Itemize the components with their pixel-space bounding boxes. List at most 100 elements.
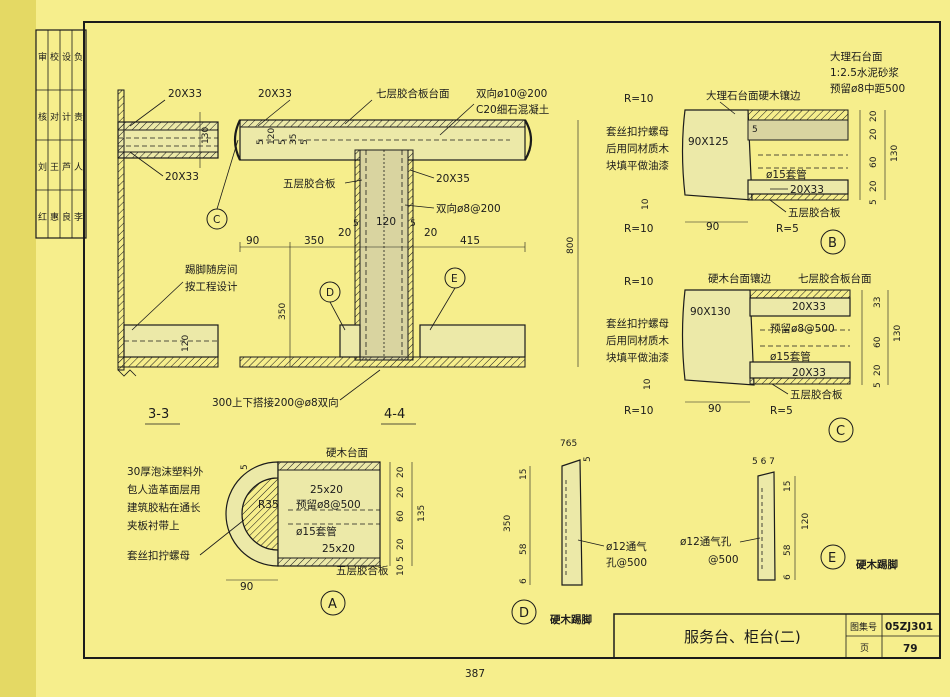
atlas-number: 05ZJ301 [885,621,933,633]
detC-callout: C [836,424,845,439]
detB-v10: 10 [641,198,651,210]
detC-v60: 60 [873,336,883,348]
detA-v20b: 20 [396,486,406,498]
sec44-ply: 五层胶合板 [283,177,336,190]
detA-n2: 包人造革面层用 [127,483,201,496]
sec44-h5: 20 [424,227,437,239]
sec44-v5: 5 [300,139,310,145]
signer-2: 校 [50,51,59,63]
detB-n3: 块填平做油漆 [606,159,669,172]
sec44-h6: 415 [460,235,480,247]
sec33-note2: 按工程设计 [185,280,238,293]
detB-n1: 套丝扣拧螺母 [606,125,669,138]
detC-ply: 五层胶合板 [790,388,843,401]
detA-pipe: ø15套管 [296,525,337,538]
detD-top: 765 [560,439,577,449]
detC-n1: 套丝扣拧螺母 [606,317,669,330]
binding-strip [0,0,36,697]
detB-v5: 5 [869,199,879,205]
detE-hole2: @500 [708,554,739,566]
side-signature-block: 审 校 设 负 核 对 计 责 刘 王 芦 人 红 惠 良 李 [35,29,87,239]
detB-edge: 大理石台面硬木镶边 [706,89,801,102]
detC-v33: 33 [873,297,883,308]
signer-1: 审 [38,51,47,63]
sec44-v4: 35 [289,134,299,145]
signer-7: 计 [62,111,71,123]
detA-v5a: 5 [240,464,250,470]
detB-r5: R=5 [776,223,799,235]
detB-v130: 130 [890,145,900,162]
section-3-3: 20X33 20X33 130 120 踢脚随房间 按工程设计 C 3-3 [117,88,239,425]
sec44-v3: 5 [278,139,288,145]
detB-ply: 五层胶合板 [788,206,841,219]
detA-n1: 30厚泡沫塑料外 [127,465,204,478]
detC-v5: 5 [873,382,883,388]
signer-12: 人 [74,162,83,173]
detC-r10b: R=10 [624,405,653,417]
signer-4: 负 [74,51,83,63]
sec44-top1: 20X33 [258,88,292,100]
sec33-note1: 踢脚随房间 [185,263,238,276]
detA-n5: 套丝扣拧螺母 [127,549,190,562]
signer-5: 核 [38,111,47,123]
detB-r10b: R=10 [624,223,653,235]
detB-t2: 1:2.5水泥砂浆 [830,66,899,79]
callout-d2-marker [511,599,537,625]
signer-14: 惠 [50,211,59,223]
detC-v130: 130 [893,325,903,342]
sec44-h4: 120 [376,216,396,228]
detB-pipe: ø15套管 [766,168,807,181]
signer-9: 刘 [38,161,47,173]
detB-callout: B [828,236,837,251]
detA-r35: R35 [258,499,279,511]
detA-top: 硬木台面 [326,446,368,459]
page-label: 页 [860,643,869,654]
sec44-top2: 七层胶合板台面 [376,87,450,100]
detE-v15: 15 [783,481,793,492]
detE-hole: ø12通气孔 [680,535,732,548]
sec44-callout-e: E [451,273,458,285]
signer-15: 良 [62,211,71,223]
detB-v20a: 20 [869,110,879,122]
detail-a: 30厚泡沫塑料外 包人造革面层用 建筑胶粘在通长 夹板衬带上 套丝扣拧螺母 硬木… [127,446,427,616]
detC-edge: 硬木台面镶边 [708,272,771,285]
detC-w90: 90 [708,403,721,415]
detC-d2033b: 20X33 [792,367,826,379]
detA-v135: 135 [417,505,427,522]
detA-v5b: 5 [396,556,406,562]
signer-8: 责 [74,111,83,123]
detA-w90: 90 [240,581,253,593]
sec44-tall: 800 [566,237,576,254]
detC-n3: 块填平做油漆 [606,351,669,364]
signer-3: 设 [62,52,71,63]
detA-d2: 25x20 [322,543,355,555]
detail-e: 5 6 7 15 120 58 6 ø12通气孔 @500 E 硬木踢脚 [680,457,898,581]
detD-hole: ø12通气 [606,540,647,553]
detB-v60: 60 [869,156,879,168]
sec44-callout-d: D [326,287,334,299]
signer-16: 李 [74,211,83,223]
detB-size: 90X125 [688,136,729,148]
detB-t3: 预留ø8中距500 [830,82,905,95]
detD-name: 硬木踢脚 [550,613,592,626]
sec44-d35: 20X35 [436,173,470,185]
detD-v58: 58 [519,543,529,555]
detB-n2: 后用同材质木 [606,142,669,155]
sec44-h2: 350 [304,235,324,247]
sec44-h1: 90 [246,235,259,247]
detB-s5: 5 [752,125,758,135]
detC-v10: 10 [643,378,653,390]
sec44-s5a: 5 [353,219,359,229]
detail-d: 765 5 15 350 58 6 ø12通气 孔@500 D 硬木踢脚 [503,439,647,626]
sec44-h350: 350 [278,303,288,320]
sec44-h3: 20 [338,227,351,239]
detD-v350: 350 [503,515,513,532]
detA-d1: 25x20 [310,484,343,496]
sec44-v1: 5 [256,139,266,145]
detB-w90: 90 [706,221,719,233]
detE-v120: 120 [801,513,811,530]
callout-e2-marker [820,544,846,570]
signer-11: 芦 [62,162,71,173]
detB-d2033: 20X33 [790,184,824,196]
sec44-label: 4-4 [384,407,405,422]
